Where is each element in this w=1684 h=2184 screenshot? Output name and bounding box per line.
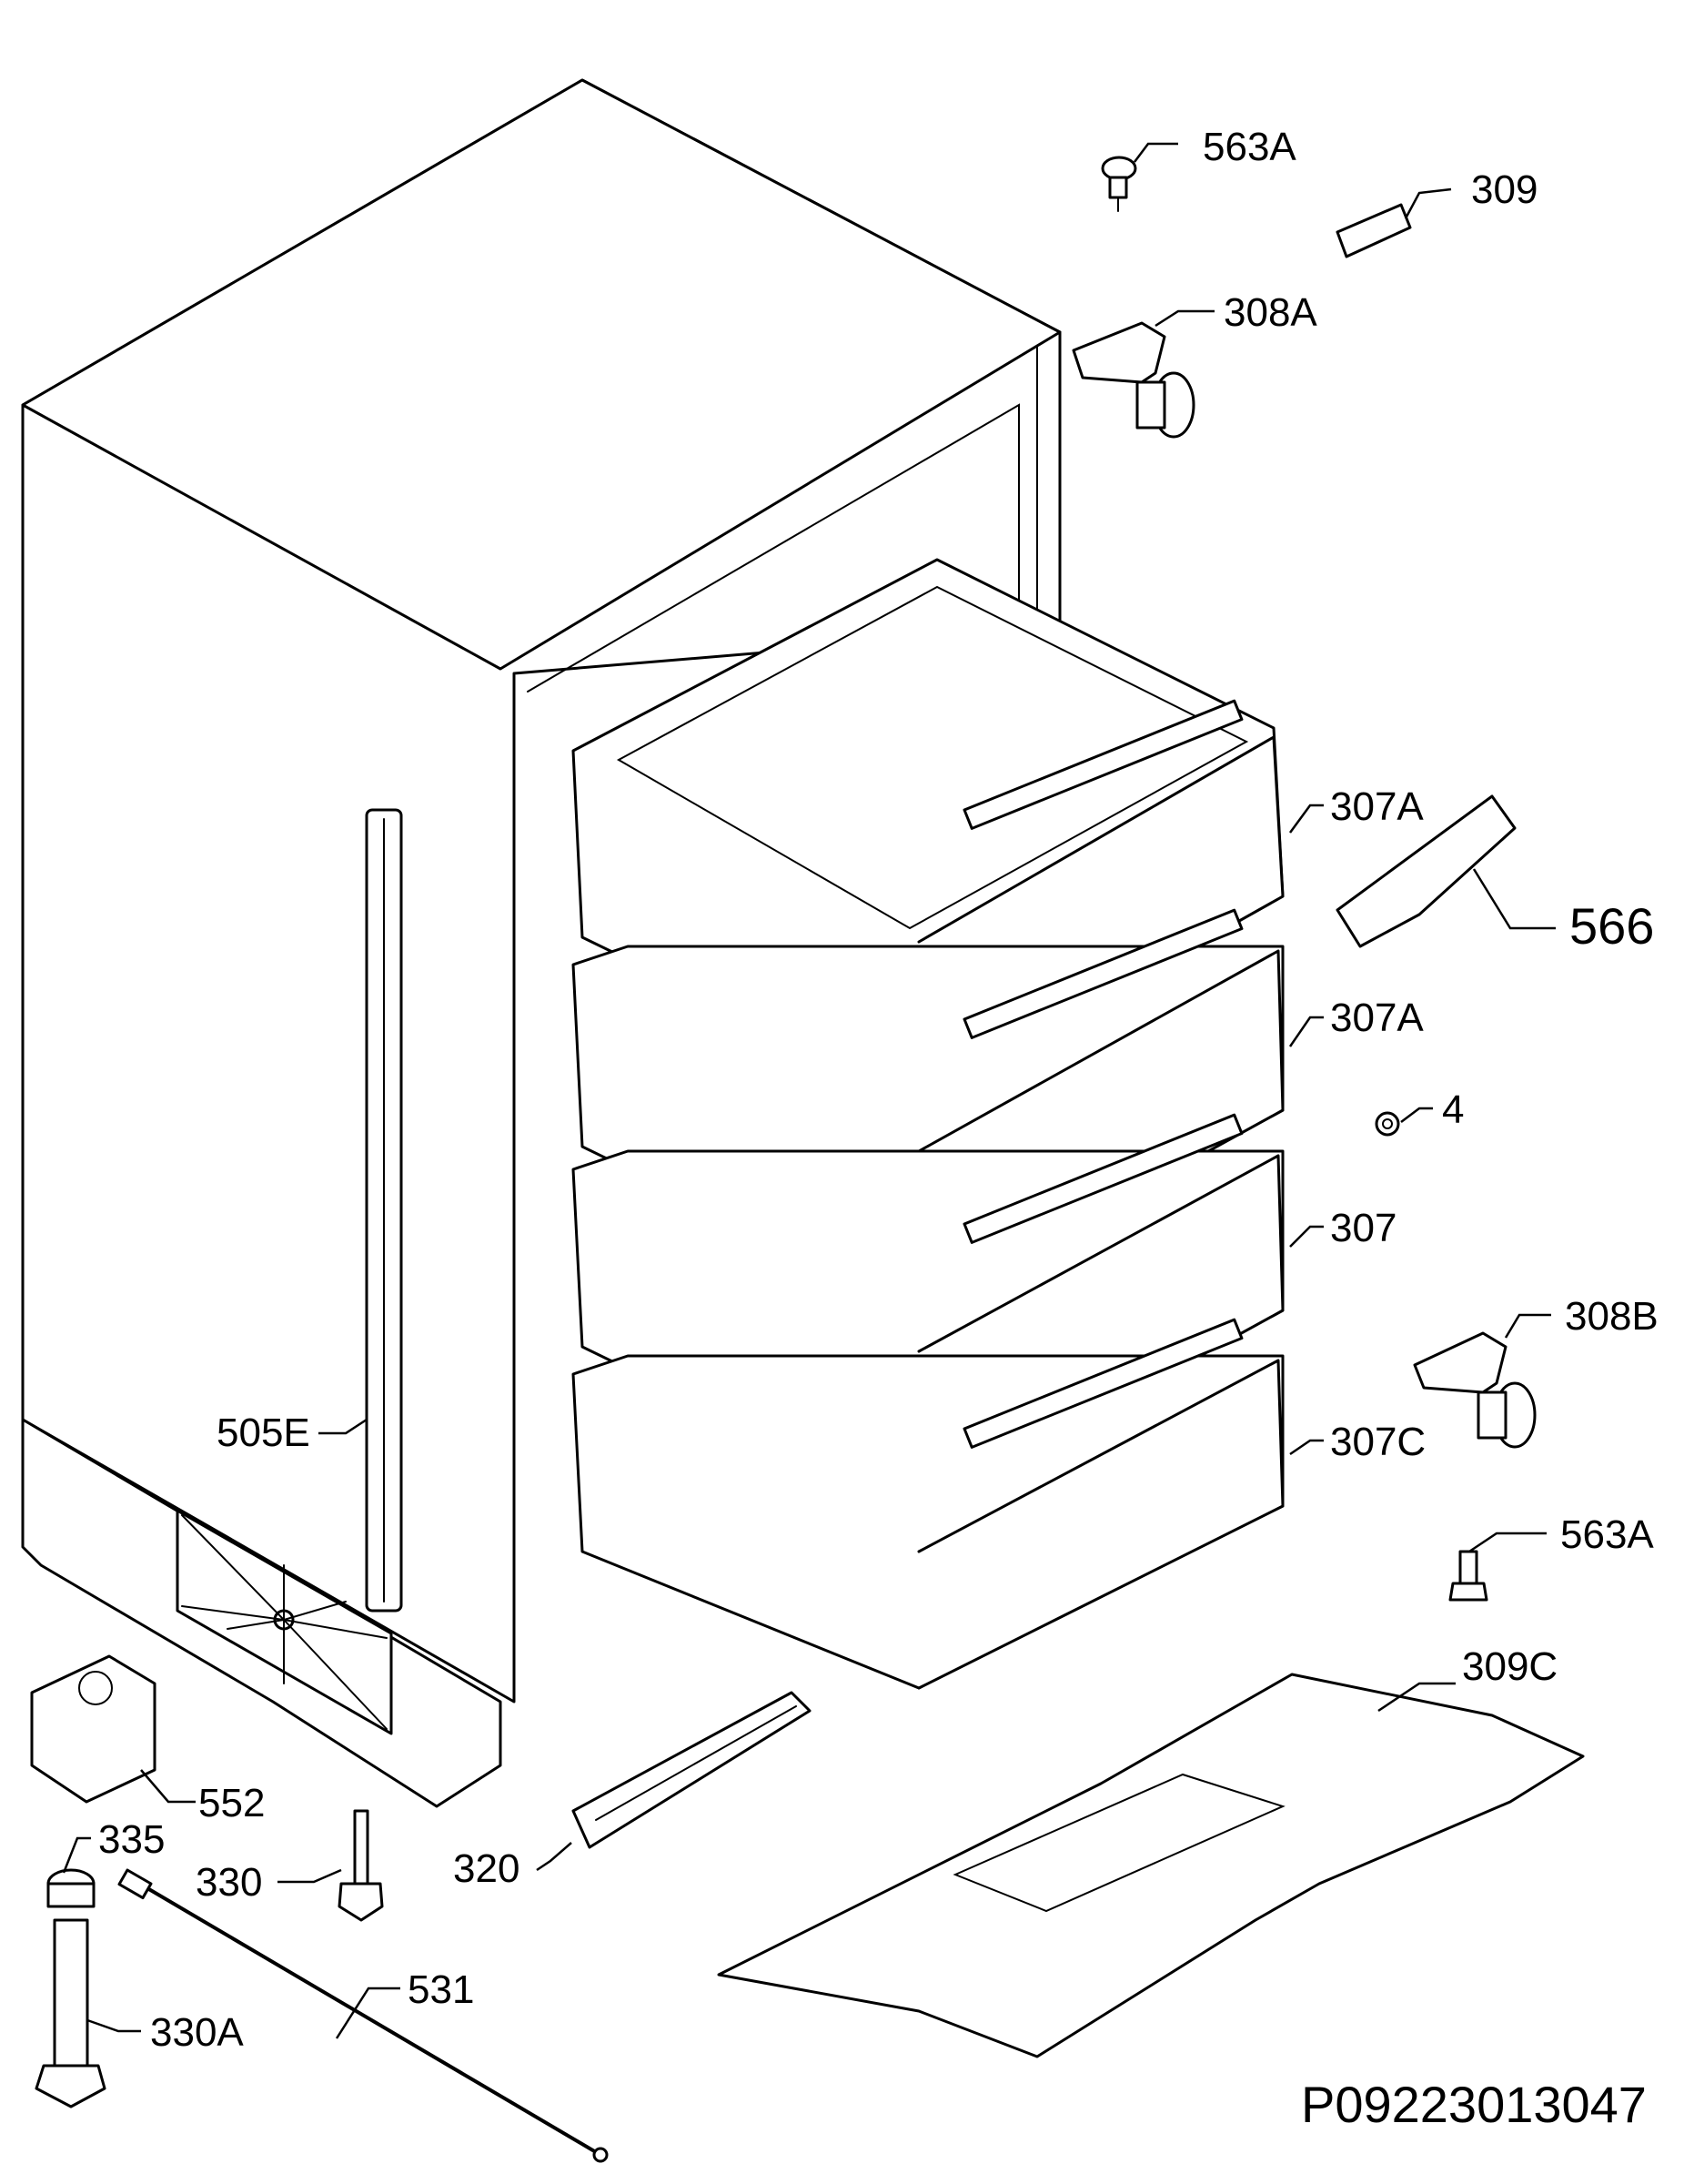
label-307c: 307C (1330, 1420, 1427, 1464)
label-307a-top: 307A (1330, 784, 1424, 829)
label-308a: 308A (1224, 290, 1317, 335)
label-563a-top: 563A (1203, 125, 1296, 169)
drip-tray-309c (717, 1673, 1585, 2058)
hinge-308b (1413, 1331, 1537, 1449)
label-4: 4 (1442, 1087, 1465, 1132)
label-335: 335 (98, 1817, 166, 1862)
label-330a: 330A (150, 2010, 244, 2055)
base-frame (21, 1418, 502, 1808)
label-309c: 309C (1462, 1644, 1558, 1689)
screw-563a-top (1101, 156, 1137, 212)
nut-335 (46, 1868, 96, 1908)
drawer-307c (571, 1318, 1285, 1690)
plate-309 (1336, 203, 1412, 258)
rod-531 (117, 1868, 609, 2163)
bracket-552 (30, 1654, 156, 1804)
drawing-code: P09223013047 (1301, 2076, 1647, 2133)
foot-330a (35, 1918, 106, 2108)
label-531: 531 (408, 1967, 475, 2012)
cabinet-body (21, 78, 1062, 1704)
label-563a-bottom: 563A (1560, 1512, 1654, 1557)
tool-566 (1336, 794, 1517, 948)
grille-320 (571, 1691, 812, 1849)
label-308b: 308B (1565, 1294, 1659, 1339)
label-320: 320 (453, 1846, 520, 1891)
label-330: 330 (196, 1860, 263, 1905)
label-307: 307 (1330, 1206, 1397, 1250)
hinge-308a (1072, 321, 1195, 439)
label-505e: 505E (217, 1410, 310, 1455)
label-566: 566 (1569, 897, 1655, 955)
leader-lines (62, 142, 1556, 2039)
label-309: 309 (1471, 167, 1538, 212)
door-gasket-strip (365, 808, 403, 1613)
screw-563a-bottom (1448, 1550, 1488, 1602)
screw-330 (338, 1809, 384, 1922)
label-307a-second: 307A (1330, 996, 1424, 1040)
nut-4 (1375, 1111, 1400, 1137)
label-552: 552 (198, 1781, 266, 1825)
